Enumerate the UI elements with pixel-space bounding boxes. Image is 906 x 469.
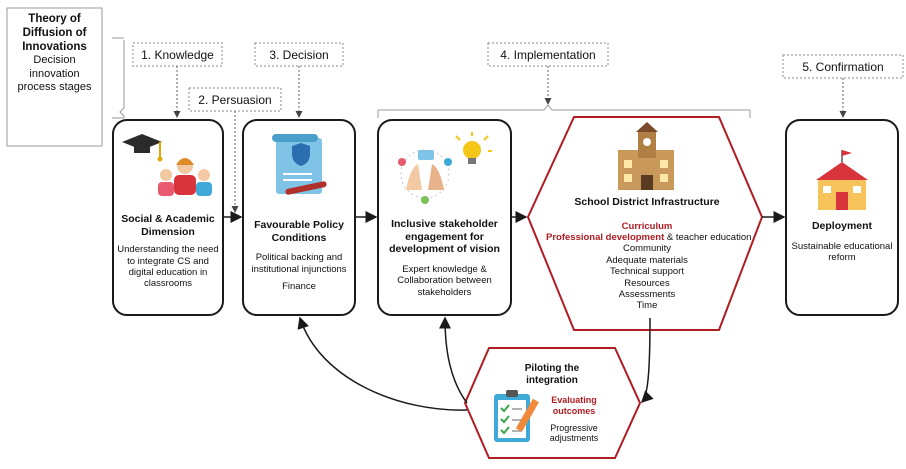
theory-title-line: Diffusion of: [22, 26, 87, 39]
policy-title: Favourable Policy Conditions: [254, 219, 344, 244]
checklist-pencil-icon: [494, 390, 539, 442]
graduation-people-icon: [122, 134, 212, 196]
policy-extra: Finance: [282, 280, 316, 292]
stage-persuasion-label: 2. Persuasion: [198, 93, 272, 107]
piloting-title-wrap: Piloting the integration: [516, 363, 588, 387]
deployment-body: Sustainable educational reform: [791, 240, 893, 263]
policy-body: Political backing and institutional inju…: [251, 252, 347, 275]
social-text: Social & Academic Dimension Understandin…: [116, 213, 220, 290]
infrastructure-prof-dev-suffix: & teacher education: [664, 231, 752, 243]
piloting-to-stakeholder-arrow: [439, 316, 468, 404]
theory-box: [6, 7, 103, 147]
piloting-details: Evaluating outcomes Progressive adjustme…: [540, 395, 608, 444]
theory-sub-line: innovation: [29, 67, 80, 80]
implementation-bracket: [377, 104, 751, 118]
theory-sub-line: process stages: [17, 80, 92, 93]
infrastructure-hexagon: [526, 116, 764, 331]
theory-sub-line: Decision: [33, 54, 76, 67]
deployment-box: [785, 119, 899, 316]
infrastructure-text: School District Infrastructure Curriculu…: [546, 196, 751, 312]
stage-implementation-label: 4. Implementation: [500, 48, 596, 62]
policy-document-icon: [272, 134, 327, 195]
theory-title-line: Innovations: [22, 40, 87, 53]
piloting-evaluating: Evaluating outcomes: [551, 395, 597, 416]
social-title: Social & Academic Dimension: [121, 213, 215, 238]
deployment-text: Deployment Sustainable educational refor…: [790, 220, 894, 263]
infrastructure-title: School District Infrastructure: [574, 196, 720, 208]
infrastructure-item: Time: [636, 300, 658, 312]
infrastructure-prof-dev-line: Professional development & teacher educa…: [546, 231, 752, 243]
piloting-body: Progressive adjustments: [549, 422, 599, 444]
infrastructure-item: Community: [622, 243, 672, 255]
deployment-title: Deployment: [811, 220, 873, 232]
policy-text: Favourable Policy Conditions Political b…: [247, 219, 351, 292]
stage-knowledge-label: 1. Knowledge: [141, 48, 214, 62]
infra-to-piloting-arrow: [640, 317, 654, 404]
school-icon: [816, 150, 868, 210]
theory-text: Theory of Diffusion of Innovations Decis…: [7, 13, 102, 94]
infrastructure-item: Adequate materials: [606, 254, 688, 266]
piloting-title: Piloting the integration: [524, 363, 580, 386]
stakeholder-body: Expert knowledge & Collaboration between…: [397, 263, 492, 298]
infrastructure-curriculum: Curriculum: [621, 220, 673, 232]
implementation-label-box: [487, 42, 609, 67]
social-body: Understanding the need to integrate CS a…: [117, 244, 219, 290]
confirmation-label-box: [782, 54, 904, 79]
infrastructure-item: Resources: [624, 277, 670, 289]
stakeholder-text: Inclusive stakeholder engagement for dev…: [382, 218, 507, 298]
infrastructure-prof-dev: Professional development: [546, 231, 665, 243]
stage-confirmation-label: 5. Confirmation: [802, 60, 884, 74]
infrastructure-item: Technical support: [610, 266, 684, 278]
school-building-icon: [618, 122, 674, 190]
hands-lightbulb-icon: [398, 132, 492, 204]
piloting-to-policy-arrow: [297, 316, 468, 411]
stakeholder-title: Inclusive stakeholder engagement for dev…: [389, 218, 500, 256]
decision-label-box: [254, 42, 344, 67]
theory-title-line: Theory of: [28, 13, 81, 25]
infrastructure-item: Assessments: [618, 288, 676, 300]
theory-bracket: [119, 40, 125, 118]
stage-decision-label: 3. Decision: [269, 48, 329, 62]
